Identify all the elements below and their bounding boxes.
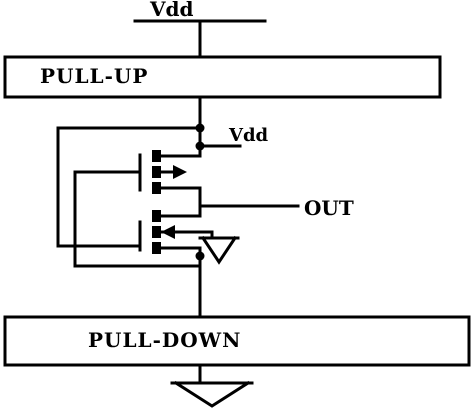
upper-transistor <box>138 148 202 194</box>
lower-transistor <box>138 210 214 254</box>
out-label: OUT <box>304 196 354 220</box>
vdd-mid-label: Vdd <box>228 125 269 146</box>
pull-down-label: PULL-DOWN <box>88 328 241 352</box>
vdd-junction-dot <box>195 141 205 151</box>
pull-up-block <box>3 55 442 99</box>
pull-down-block <box>3 315 471 367</box>
pull-up-label: PULL-UP <box>40 64 148 88</box>
local-ground-icon <box>198 230 240 265</box>
bottom-junction-dot <box>195 251 205 261</box>
ground-icon <box>170 380 254 408</box>
top-junction-dot <box>195 123 205 133</box>
vdd-top-label: Vdd <box>149 0 194 21</box>
